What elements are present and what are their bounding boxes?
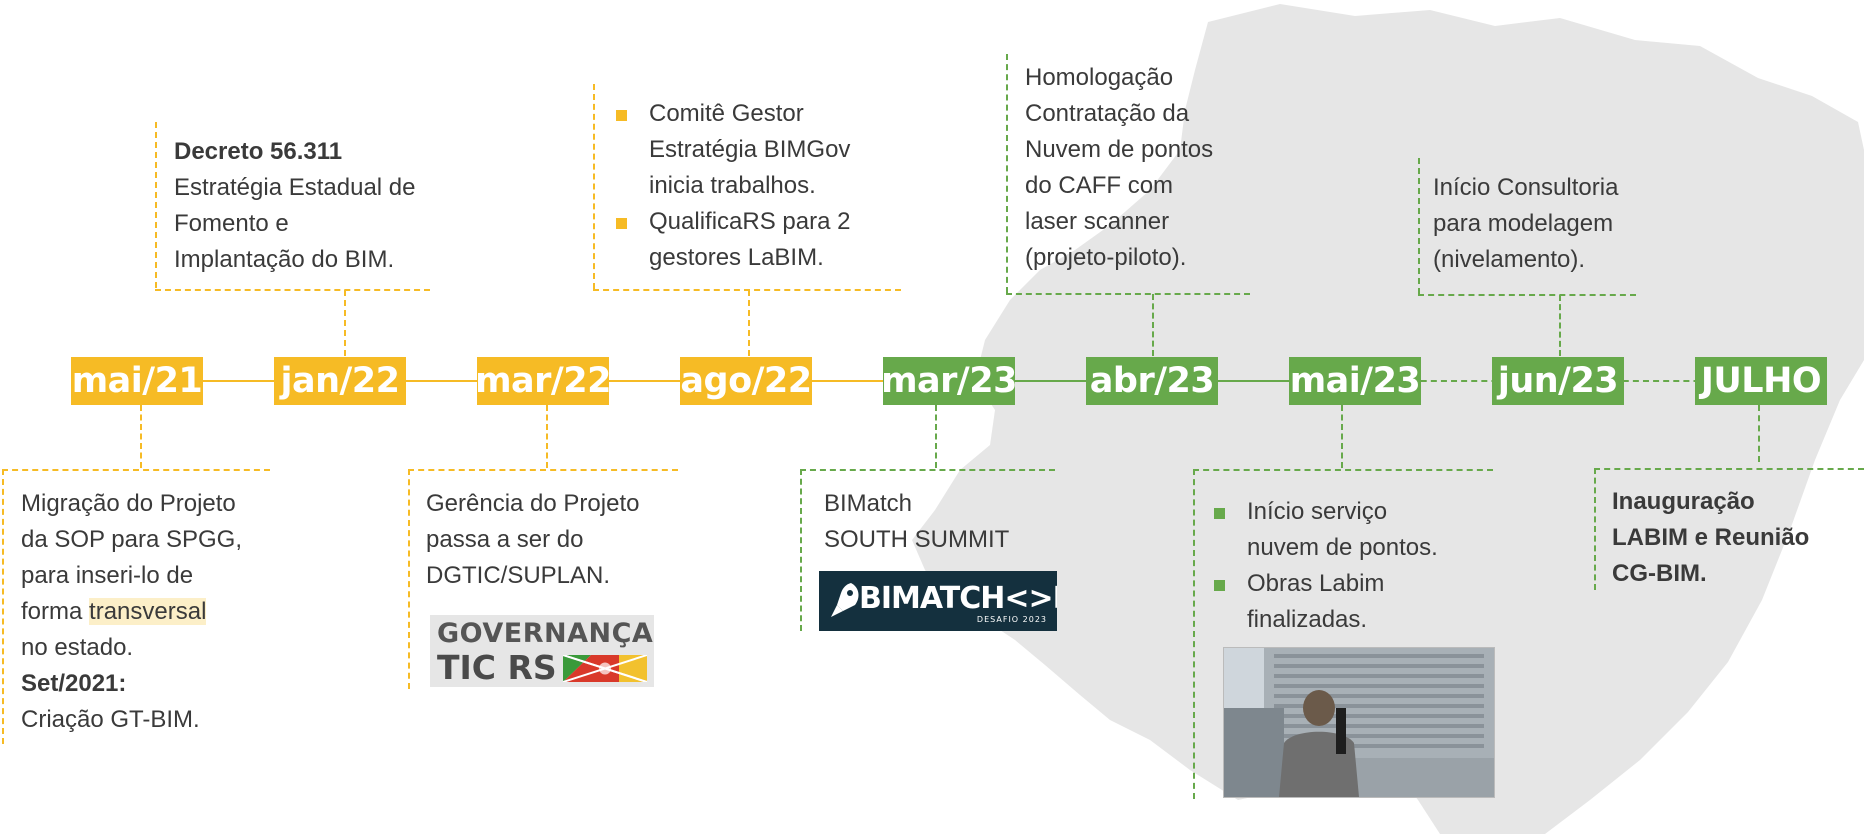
connector-mai23 (1341, 405, 1343, 468)
bullet-list: Comitê Gestor Estratégia BIMGov inicia t… (612, 96, 850, 276)
bullet-square-icon (616, 110, 627, 121)
note-mai23: Início serviço nuvem de pontos. Obras La… (1210, 494, 1438, 638)
note-word-forma: forma (21, 598, 83, 625)
note-line: Contratação da (1025, 100, 1190, 127)
note-set-label: Set/2021: (21, 670, 127, 697)
note-line: Criação GT-BIM. (21, 706, 200, 733)
note-mar23-left-border (800, 469, 802, 631)
note-ago22-left-border (593, 84, 595, 289)
laser-scanner-photo (1223, 647, 1495, 798)
note-line: CG-BIM. (1612, 560, 1707, 587)
note-line: para inseri-lo de (21, 562, 194, 589)
note-abr23-left-border (1006, 54, 1008, 293)
note-line: Homologação (1025, 64, 1174, 91)
note-line: Gerência do Projeto (426, 490, 640, 517)
note-line: Fomento e (174, 210, 289, 237)
milestone-mai21: mai/21 (71, 357, 203, 405)
note-line: no estado. (21, 634, 134, 661)
milestone-jan22: jan/22 (274, 357, 406, 405)
note-julho: Inauguração LABIM e Reunião CG-BIM. (1612, 484, 1809, 592)
note-line: (projeto-piloto). (1025, 244, 1187, 271)
milestone-abr23: abr/23 (1086, 357, 1218, 405)
logo-text-desafio: DESAFIO 2023 (976, 615, 1047, 624)
connector-mar22 (546, 405, 548, 468)
note-line: DGTIC/SUPLAN. (426, 562, 611, 589)
connector-abr23 (1152, 294, 1154, 356)
note-jan22-bottom-border (155, 289, 430, 291)
note-mai21: Migração do Projeto da SOP para SPGG, pa… (21, 486, 242, 738)
list-item: Início serviço nuvem de pontos. (1210, 494, 1438, 566)
note-line: Implantação do BIM. (174, 246, 395, 273)
note-mai21-left-border (2, 469, 4, 744)
note-ago22: Comitê Gestor Estratégia BIMGov inicia t… (612, 96, 850, 276)
note-line: BIMatch (824, 490, 913, 517)
note-jan22: Decreto 56.311 Estratégia Estadual de Fo… (174, 134, 416, 278)
rs-flag-icon (563, 655, 647, 682)
note-julho-left-border (1594, 468, 1596, 590)
milestone-jun23: jun/23 (1492, 357, 1624, 405)
note-line: (nivelamento). (1433, 246, 1586, 273)
logo-text-governanca: GOVERNANÇA (437, 618, 654, 649)
note-mai23-left-border (1193, 469, 1195, 799)
highlight-transversal: transversal (89, 598, 207, 625)
milestone-ago22: ago/22 (680, 357, 812, 405)
note-line: SOUTH SUMMIT (824, 526, 1010, 553)
logo-text-bimatch: BIMATCH<>RS (859, 581, 1057, 616)
note-line: Migração do Projeto (21, 490, 236, 517)
note-mar22-left-border (408, 469, 410, 689)
note-abr23: Homologação Contratação da Nuvem de pont… (1025, 60, 1213, 276)
logo-text-tic-rs: TIC RS (437, 648, 557, 687)
milestone-julho: JULHO (1695, 357, 1827, 405)
connector-ago22 (748, 290, 750, 356)
milestone-mai23: mai/23 (1289, 357, 1421, 405)
connector-jan22 (344, 290, 346, 356)
photo-illustration (1224, 648, 1494, 797)
note-mar22: Gerência do Projeto passa a ser do DGTIC… (426, 486, 639, 594)
note-jun23-left-border (1418, 158, 1420, 294)
list-item: QualificaRS para 2 gestores LaBIM. (612, 204, 850, 276)
note-line: passa a ser do (426, 526, 584, 553)
note-title: Decreto 56.311 (174, 138, 343, 165)
note-mar22-top-border (408, 469, 678, 471)
note-mar23: BIMatch SOUTH SUMMIT (824, 486, 1009, 558)
note-jun23: Início Consultoria para modelagem (nivel… (1433, 170, 1618, 278)
note-line: do CAFF com (1025, 172, 1174, 199)
connector-jun23 (1559, 295, 1561, 356)
connector-julho (1758, 405, 1760, 462)
map-shape (912, 4, 1864, 834)
bullet-square-icon (1214, 580, 1225, 591)
note-line: para modelagem (1433, 210, 1614, 237)
note-mai23-top-border (1193, 469, 1493, 471)
note-line: Nuvem de pontos (1025, 136, 1214, 163)
bullet-list: Início serviço nuvem de pontos. Obras La… (1210, 494, 1438, 638)
note-ago22-bottom-border (593, 289, 901, 291)
connector-mar23 (935, 405, 937, 468)
note-abr23-bottom-border (1006, 293, 1250, 295)
connector-mai21 (140, 405, 142, 468)
note-julho-top-border (1594, 468, 1864, 470)
note-line: da SOP para SPGG, (21, 526, 243, 553)
governanca-tic-rs-logo: GOVERNANÇA TIC RS (430, 615, 654, 687)
note-line: forma transversal (21, 594, 242, 630)
list-item: Comitê Gestor Estratégia BIMGov inicia t… (612, 96, 850, 204)
note-line: LABIM e Reunião (1612, 524, 1810, 551)
rocket-icon (831, 583, 859, 617)
note-jun23-bottom-border (1418, 294, 1636, 296)
note-line: laser scanner (1025, 208, 1170, 235)
note-line: Estratégia Estadual de (174, 174, 416, 201)
list-item: Obras Labim finalizadas. (1210, 566, 1438, 638)
note-mai21-top-border (2, 469, 270, 471)
bullet-square-icon (1214, 508, 1225, 519)
note-line: Início Consultoria (1433, 174, 1619, 201)
bimatch-rs-logo: BIMATCH<>RS DESAFIO 2023 (819, 571, 1057, 631)
note-line: Inauguração (1612, 488, 1755, 515)
bullet-square-icon (616, 218, 627, 229)
note-jan22-left-border (155, 122, 157, 288)
note-mar23-top-border (800, 469, 1055, 471)
milestone-mar23: mar/23 (881, 357, 1017, 405)
milestone-mar22: mar/22 (475, 357, 611, 405)
